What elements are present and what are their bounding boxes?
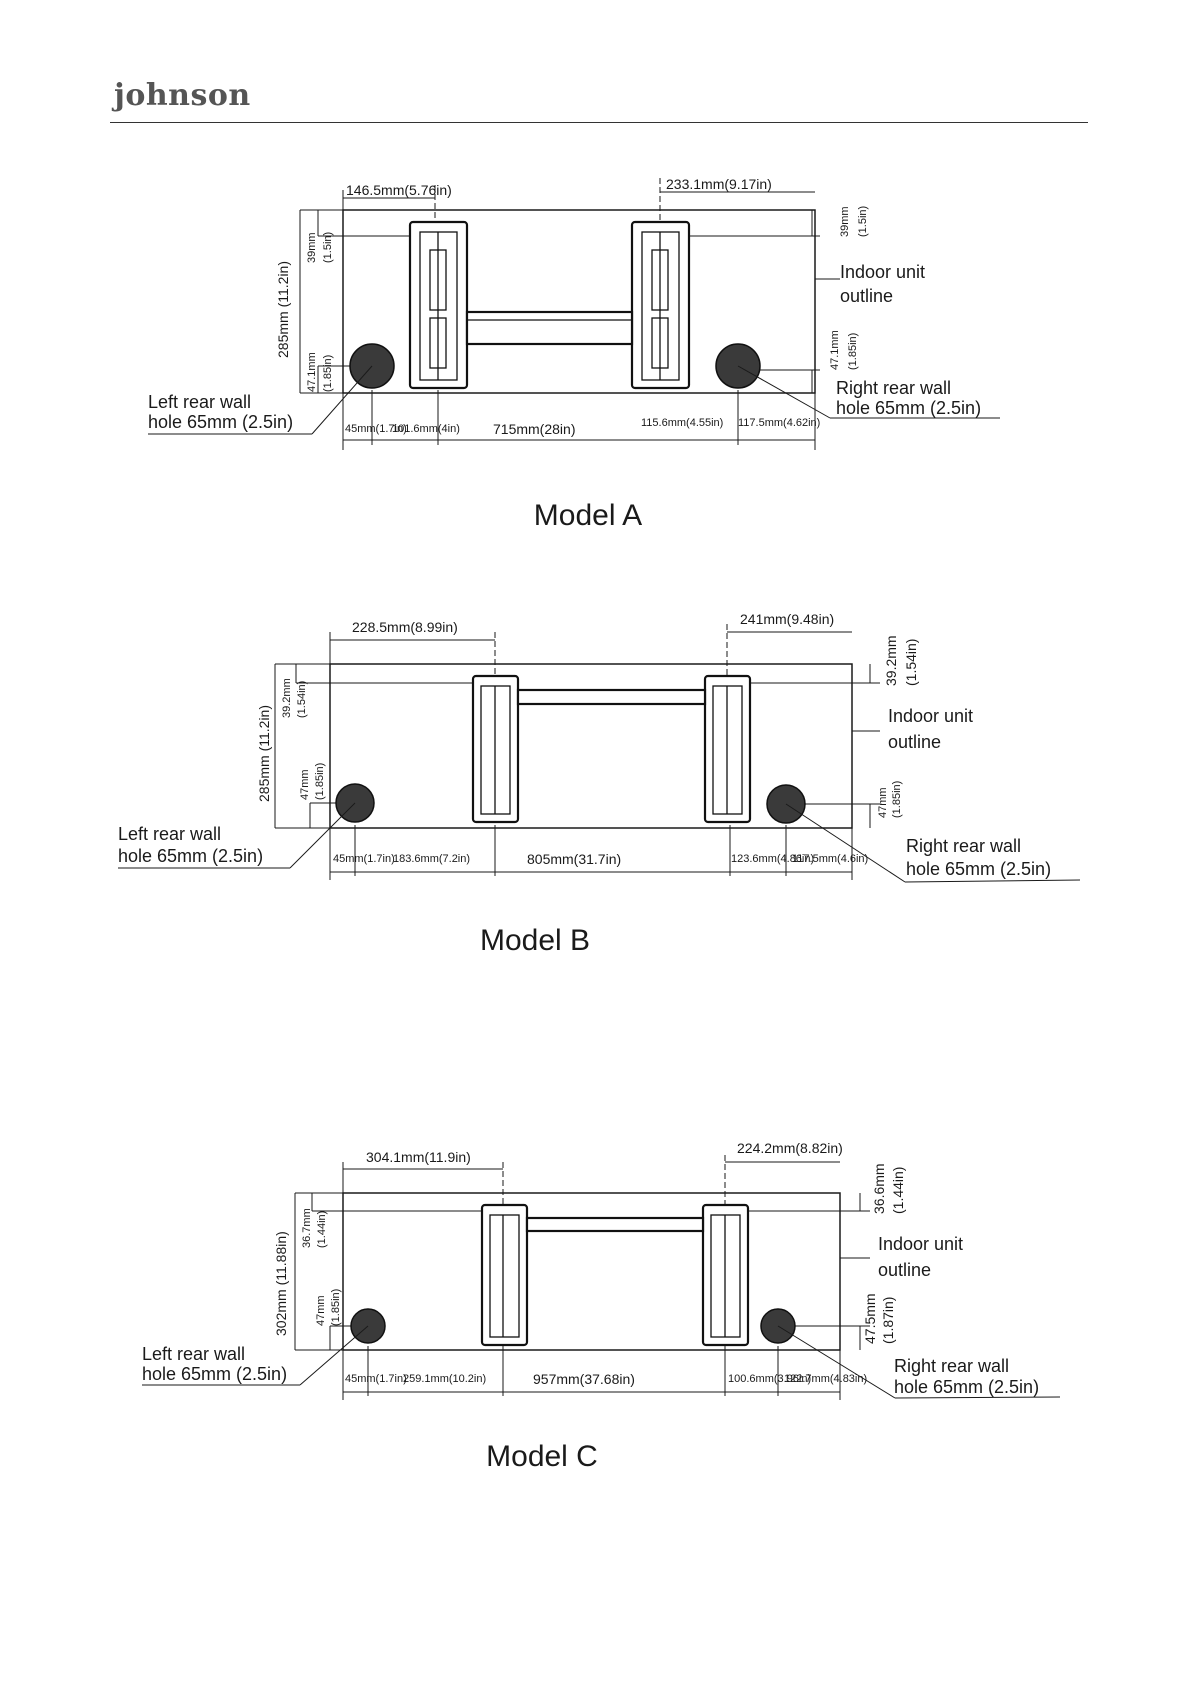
model-c-left-bracket bbox=[480, 1203, 529, 1347]
model-c-top-right-dim: 224.2mm(8.82in) bbox=[737, 1140, 843, 1156]
model-b-outline-label-1: Indoor unit bbox=[888, 706, 973, 726]
model-c-left-bottom-vert-in: (1.85in) bbox=[330, 1289, 342, 1326]
model-b-right-bottom-vert-mm: 47mm bbox=[877, 787, 889, 818]
model-b-left-top-vert-mm: 39.2mm bbox=[281, 678, 293, 718]
model-b-bottom-dim-4: 123.6mm(4.86in) bbox=[731, 853, 814, 865]
model-c-right-hole-label-1: Right rear wall bbox=[894, 1356, 1009, 1376]
model-b-top-right-vert-in: (1.54in) bbox=[903, 639, 919, 686]
model-a-height-dim: 285mm (11.2in) bbox=[275, 261, 291, 358]
model-c-left-hole-label-2: hole 65mm (2.5in) bbox=[142, 1364, 287, 1384]
model-c-top-right-vert-in: (1.44in) bbox=[890, 1167, 906, 1214]
model-a-diagram: 146.5mm(5.76in) 233.1mm(9.17in) 39mm (1.… bbox=[148, 176, 1000, 532]
model-a-left-hole-label-1: Left rear wall bbox=[148, 392, 251, 412]
model-c-top-right-vert-mm: 36.6mm bbox=[871, 1163, 887, 1214]
model-a-left-bracket bbox=[408, 220, 469, 390]
model-b-outline-label-2: outline bbox=[888, 732, 941, 752]
indoor-unit-outline bbox=[329, 663, 853, 829]
model-c-crossbar bbox=[525, 1216, 705, 1233]
model-c-right-hole-label-2: hole 65mm (2.5in) bbox=[894, 1377, 1039, 1397]
model-c-left-hole-label-1: Left rear wall bbox=[142, 1344, 245, 1364]
model-a-outline-label-2: outline bbox=[840, 286, 893, 306]
model-a-top-left-dim: 146.5mm(5.76in) bbox=[346, 182, 452, 198]
model-c-top-left-dim: 304.1mm(11.9in) bbox=[366, 1149, 471, 1165]
model-a-right-bottom-vert-in: (1.85in) bbox=[847, 333, 859, 370]
indoor-unit-outline bbox=[342, 209, 816, 394]
model-b-height-dim: 285mm (11.2in) bbox=[256, 705, 272, 802]
model-c-height-dim: 302mm (11.88in) bbox=[273, 1231, 289, 1336]
model-c-outline-label-1: Indoor unit bbox=[878, 1234, 963, 1254]
model-a-crossbar bbox=[465, 310, 634, 346]
model-c-outline-label-2: outline bbox=[878, 1260, 931, 1280]
model-b-top-left-dim: 228.5mm(8.99in) bbox=[352, 619, 458, 635]
model-a-left-hole-label-2: hole 65mm (2.5in) bbox=[148, 412, 293, 432]
model-b-left-hole-label-2: hole 65mm (2.5in) bbox=[118, 846, 263, 866]
model-c-left-top-vert-in: (1.44in) bbox=[316, 1211, 328, 1248]
model-a-left-top-vert-mm: 39mm bbox=[306, 232, 318, 263]
model-a-right-hole-label-2: hole 65mm (2.5in) bbox=[836, 398, 981, 418]
model-b-left-bottom-vert-mm: 47mm bbox=[299, 769, 311, 800]
model-c-bottom-dim-2: 259.1mm(10.2in) bbox=[403, 1373, 486, 1385]
model-c-title: Model C bbox=[486, 1440, 598, 1473]
model-a-top-right-vert-mm: 39mm bbox=[839, 206, 851, 237]
model-a-left-top-vert-in: (1.5in) bbox=[322, 232, 334, 263]
model-b-right-hole-label-2: hole 65mm (2.5in) bbox=[906, 859, 1051, 879]
model-b-right-hole-label-1: Right rear wall bbox=[906, 836, 1021, 856]
model-c-bottom-dim-3: 957mm(37.68in) bbox=[533, 1371, 635, 1387]
model-c-left-top-vert-mm: 36.7mm bbox=[301, 1208, 313, 1248]
model-b-bottom-dim-5: 117.5mm(4.6in) bbox=[792, 853, 868, 865]
model-a-right-hole-label-1: Right rear wall bbox=[836, 378, 951, 398]
model-a-bottom-dim-4: 115.6mm(4.55in) bbox=[641, 417, 723, 429]
model-b-title: Model B bbox=[480, 924, 590, 957]
model-a-right-bottom-vert-mm: 47.1mm bbox=[829, 330, 841, 370]
model-a-bottom-dim-3: 715mm(28in) bbox=[493, 421, 575, 437]
model-b-left-bottom-vert-in: (1.85in) bbox=[314, 763, 326, 800]
model-c-right-bracket bbox=[701, 1203, 750, 1347]
model-b-left-bracket bbox=[471, 674, 520, 824]
model-a-left-bottom-vert-mm: 47.1mm bbox=[306, 352, 318, 392]
model-b-left-top-vert-in: (1.54in) bbox=[296, 681, 308, 718]
indoor-unit-outline bbox=[342, 1192, 841, 1351]
model-a-top-right-vert-in: (1.5in) bbox=[857, 206, 869, 237]
model-a-top-right-dim: 233.1mm(9.17in) bbox=[666, 176, 772, 192]
model-c-bottom-dim-1: 45mm(1.7in) bbox=[345, 1373, 407, 1385]
model-b-bottom-dim-3: 805mm(31.7in) bbox=[527, 851, 621, 867]
model-b-top-right-vert-mm: 39.2mm bbox=[883, 635, 899, 686]
model-b-top-right-dim: 241mm(9.48in) bbox=[740, 611, 834, 627]
model-b-right-bracket bbox=[703, 674, 752, 824]
model-c-left-bottom-vert-mm: 47mm bbox=[315, 1295, 327, 1326]
model-b-diagram: 228.5mm(8.99in) 241mm(9.48in) 39.2mm (1.… bbox=[118, 611, 1081, 957]
model-c-bottom-dim-4: 100.6mm(3.96in) bbox=[728, 1373, 811, 1385]
model-a-title: Model A bbox=[534, 499, 642, 532]
model-c-diagram: 304.1mm(11.9in) 224.2mm(8.82in) 36.6mm (… bbox=[142, 1140, 1061, 1473]
model-c-bottom-dim-5: 122.7mm(4.83in) bbox=[784, 1373, 867, 1385]
model-b-crossbar bbox=[516, 688, 707, 706]
model-a-right-bracket bbox=[630, 220, 691, 390]
model-b-right-bottom-vert-in: (1.85in) bbox=[891, 781, 903, 818]
header-rule bbox=[110, 122, 1088, 123]
model-a-bottom-dim-5: 117.5mm(4.62in) bbox=[738, 417, 820, 429]
brand-logo: johnson bbox=[114, 78, 251, 113]
model-a-bottom-dim-1: 45mm(1.7in) bbox=[345, 423, 407, 435]
model-a-outline-label-1: Indoor unit bbox=[840, 262, 925, 282]
model-c-right-bottom-vert-in: (1.87in) bbox=[880, 1297, 896, 1344]
model-b-bottom-dim-2: 183.6mm(7.2in) bbox=[393, 853, 470, 865]
model-a-bottom-dim-2: 101.6mm(4in) bbox=[392, 423, 460, 435]
model-b-bottom-dim-1: 45mm(1.7in) bbox=[333, 853, 395, 865]
model-a-left-bottom-vert-in: (1.85in) bbox=[322, 355, 334, 392]
model-c-right-bottom-vert-mm: 47.5mm bbox=[862, 1293, 878, 1344]
model-b-left-hole-label-1: Left rear wall bbox=[118, 824, 221, 844]
